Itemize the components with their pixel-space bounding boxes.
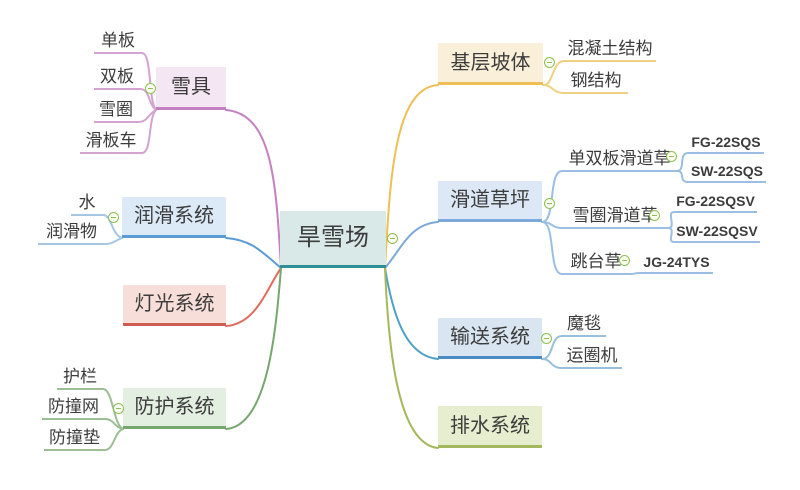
branch-curve-base-slope bbox=[384, 84, 439, 269]
subtopic-snow-tube[interactable]: 雪圈 bbox=[94, 100, 138, 123]
collapse-icon-lubrication[interactable] bbox=[108, 212, 119, 223]
connector-path bbox=[676, 170, 689, 183]
connector-path bbox=[542, 84, 565, 94]
connector-path bbox=[104, 237, 123, 245]
collapse-icon-jump-turf[interactable] bbox=[619, 255, 630, 266]
subtopic-tube-conveyor[interactable]: 运圈机 bbox=[562, 346, 622, 369]
subtopic-water[interactable]: 水 bbox=[71, 193, 103, 216]
subtopic-scooter[interactable]: 滑板车 bbox=[80, 131, 142, 154]
subtopic-tube-slide-turf[interactable]: 雪圈滑道草 bbox=[562, 206, 668, 229]
connector-path bbox=[225, 267, 282, 430]
child-curves-slide-turf bbox=[541, 152, 689, 275]
subtopic-guardrail[interactable]: 护栏 bbox=[57, 367, 103, 390]
child-curves-snow-gear bbox=[137, 52, 157, 154]
collapse-icon-tube-slide-turf[interactable] bbox=[649, 210, 660, 221]
connector-path bbox=[225, 237, 282, 269]
subtopic-model-jg-24tys[interactable]: JG-24TYS bbox=[640, 255, 713, 274]
subtopic-crash-pad[interactable]: 防撞垫 bbox=[44, 428, 105, 451]
topic-lighting-system[interactable]: 灯光系统 bbox=[123, 285, 226, 326]
connector-path bbox=[102, 214, 123, 239]
topic-protection-system[interactable]: 防护系统 bbox=[123, 388, 226, 429]
connector-path bbox=[225, 267, 282, 327]
branch-curve-conveyor bbox=[384, 267, 439, 360]
branch-curve-slide-turf bbox=[384, 221, 439, 269]
subtopic-model-fg-22sqsv[interactable]: FG-22SQSV bbox=[674, 194, 757, 213]
connector-path bbox=[384, 84, 439, 269]
connector-path bbox=[541, 358, 563, 369]
connector-path bbox=[384, 267, 439, 449]
topic-conveyor-system[interactable]: 输送系统 bbox=[438, 318, 542, 359]
topic-drainage-system[interactable]: 排水系统 bbox=[438, 406, 542, 448]
child-curves-base-slope bbox=[542, 60, 565, 94]
connector-path bbox=[104, 428, 124, 451]
subtopic-model-sw-22sqs[interactable]: SW-22SQS bbox=[688, 164, 766, 183]
subtopic-model-fg-22sqs[interactable]: FG-22SQS bbox=[688, 135, 764, 154]
branch-curve-lighting bbox=[225, 267, 282, 327]
subtopic-magic-carpet[interactable]: 魔毯 bbox=[562, 314, 606, 337]
collapse-icon-snow-gear[interactable] bbox=[145, 83, 156, 94]
topic-snow-gear[interactable]: 雪具 bbox=[156, 67, 226, 110]
connector-path bbox=[629, 272, 641, 275]
connector-path bbox=[541, 221, 563, 275]
subtopic-board-slide-turf[interactable]: 单双板滑道草 bbox=[562, 149, 677, 172]
connector-path bbox=[139, 88, 157, 111]
subtopic-double-board[interactable]: 双板 bbox=[94, 67, 140, 90]
child-curves-lubrication bbox=[102, 214, 123, 245]
subtopic-crash-net[interactable]: 防撞网 bbox=[42, 397, 105, 420]
connector-path bbox=[384, 267, 439, 360]
subtopic-jump-turf[interactable]: 跳台草 bbox=[562, 252, 630, 275]
connector-path bbox=[541, 170, 563, 223]
child-curves-protection bbox=[102, 388, 124, 451]
subtopic-lubricant[interactable]: 润滑物 bbox=[38, 222, 105, 245]
collapse-icon-base-slope[interactable] bbox=[544, 57, 555, 68]
branch-curve-snow-gear bbox=[225, 109, 282, 269]
collapse-icon-protection[interactable] bbox=[113, 403, 124, 414]
root-topic[interactable]: 旱雪场 bbox=[280, 211, 386, 268]
connector-path bbox=[667, 227, 675, 243]
branch-curve-lubrication bbox=[225, 237, 282, 269]
connector-path bbox=[225, 109, 282, 269]
subtopic-steel-structure[interactable]: 钢结构 bbox=[564, 71, 628, 94]
connector-path bbox=[141, 52, 157, 111]
connector-path bbox=[104, 418, 124, 430]
subtopic-single-board[interactable]: 单板 bbox=[94, 31, 142, 54]
topic-slide-turf[interactable]: 滑道草坪 bbox=[438, 181, 542, 222]
connector-path bbox=[676, 152, 689, 172]
subtopic-concrete-structure[interactable]: 混凝土结构 bbox=[564, 39, 656, 62]
subtopic-model-sw-22sqsv[interactable]: SW-22SQSV bbox=[674, 224, 760, 243]
collapse-icon-board-slide-turf[interactable] bbox=[666, 151, 677, 162]
topic-base-slope[interactable]: 基层坡体 bbox=[438, 43, 543, 85]
collapse-icon-conveyor[interactable] bbox=[541, 333, 552, 344]
branch-curve-protection bbox=[225, 267, 282, 430]
connector-path bbox=[384, 221, 439, 269]
collapse-icon-slide-turf[interactable] bbox=[544, 198, 555, 209]
topic-lubrication-system[interactable]: 润滑系统 bbox=[122, 197, 226, 238]
child-curves-conveyor bbox=[541, 335, 563, 369]
collapse-icon-root[interactable] bbox=[387, 233, 398, 244]
connector-path bbox=[141, 109, 157, 154]
branch-curve-drainage bbox=[384, 267, 439, 449]
